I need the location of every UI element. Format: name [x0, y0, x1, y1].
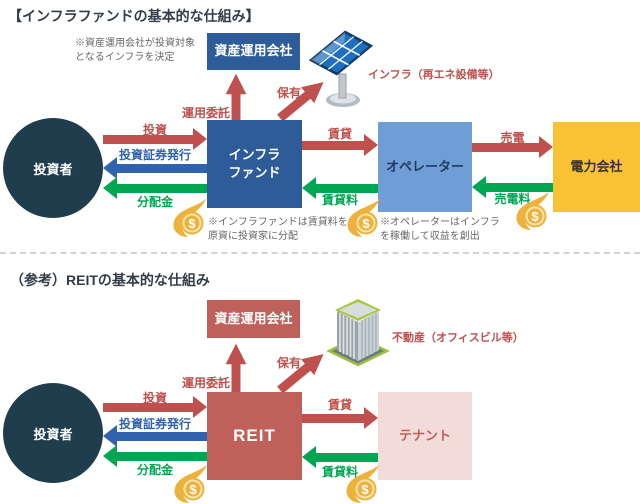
- label-lease-reit: 賃貸: [327, 398, 352, 412]
- label-lease-infra: 賃貸: [327, 127, 352, 141]
- asset-manager-box-reit: 資産運用会社: [207, 300, 300, 338]
- label-own-infra: 保有: [276, 86, 301, 100]
- arrow-lease-fee-reit: [302, 446, 378, 468]
- svg-text:$: $: [362, 216, 370, 231]
- solar-panel-icon: [308, 30, 374, 107]
- label-issue-reit: 投資証券発行: [118, 417, 191, 431]
- arrow-issue-infra: [103, 157, 207, 179]
- reit-box: REIT: [207, 392, 302, 480]
- arrow-dividend-infra: [103, 177, 207, 199]
- label-invest-infra: 投資: [142, 123, 167, 137]
- office-building-icon: [326, 299, 390, 367]
- money-bag-icon: $: [173, 199, 206, 237]
- infra-section-title: 【インフラファンドの基本的な仕組み】: [8, 8, 260, 24]
- arrow-dividend-reit: [103, 445, 207, 467]
- money-bag-icon: $: [346, 465, 379, 503]
- asset-manager-box-infra: 資産運用会社: [207, 33, 300, 70]
- investor-label-reit: 投資者: [33, 426, 73, 442]
- label-sell-power-fee: 売電料: [494, 192, 531, 206]
- power-company-box: 電力会社: [553, 122, 640, 212]
- svg-text:$: $: [188, 216, 196, 231]
- reit-asset-label: 不動産（オフィスビル等）: [392, 332, 524, 344]
- arrow-invest-reit: [103, 396, 207, 418]
- infra-asset-label: インフラ（再エネ設備等）: [368, 69, 500, 81]
- arrow-lease-fee-infra: [302, 177, 378, 199]
- reit-section-title: （参考）REITの基本的な仕組み: [10, 272, 210, 288]
- investor-circle-infra: 投資者: [3, 118, 103, 218]
- tenant-box: テナント: [378, 392, 472, 480]
- label-lease-fee-infra: 賃貸料: [321, 193, 358, 207]
- label-own-reit: 保有: [276, 356, 301, 370]
- label-dividend-infra: 分配金: [136, 195, 173, 209]
- note-asset-manager-decides: ※資産運用会社が投資対象 となるインフラを決定: [75, 38, 195, 63]
- arrow-issue-reit: [103, 425, 207, 447]
- arrow-lease-reit: [302, 407, 378, 429]
- arrow-entrust-reit: [225, 343, 247, 392]
- svg-text:$: $: [361, 482, 369, 497]
- note-operator-generates: ※オペレーターはインフラ を稼働して収益を創出: [380, 217, 500, 242]
- arrow-invest-infra: [103, 128, 207, 150]
- arrow-lease-infra: [302, 134, 378, 156]
- money-bag-icon: $: [174, 465, 207, 503]
- arrow-sell-power-fee: [472, 176, 553, 198]
- dashed-divider: [0, 252, 640, 254]
- label-issue-infra: 投資証券発行: [118, 148, 191, 162]
- label-sell-power: 売電: [500, 131, 525, 145]
- arrow-entrust-infra: [225, 73, 247, 120]
- arrow-own-reit: [277, 354, 324, 394]
- money-bag-icon: $: [347, 199, 380, 237]
- money-bag-icon: $: [516, 192, 549, 230]
- svg-text:$: $: [189, 482, 197, 497]
- label-entrust-infra: 運用委託: [181, 106, 230, 120]
- note-fund-distributes: ※インフラファンドは賃貸料を 原資に投資家に分配: [208, 217, 348, 242]
- investor-circle-reit: 投資者: [3, 383, 103, 483]
- arrow-sell-power: [472, 136, 553, 158]
- label-lease-fee-reit: 賃貸料: [321, 465, 358, 479]
- label-entrust-reit: 運用委託: [181, 376, 230, 390]
- label-invest-reit: 投資: [142, 391, 167, 405]
- arrow-own-infra: [277, 82, 324, 122]
- investor-label-infra: 投資者: [33, 161, 73, 177]
- infra-fund-box: インフラ ファンド: [207, 120, 302, 208]
- label-dividend-reit: 分配金: [136, 463, 173, 477]
- operator-box: オペレーター: [378, 122, 472, 212]
- svg-text:$: $: [531, 209, 539, 224]
